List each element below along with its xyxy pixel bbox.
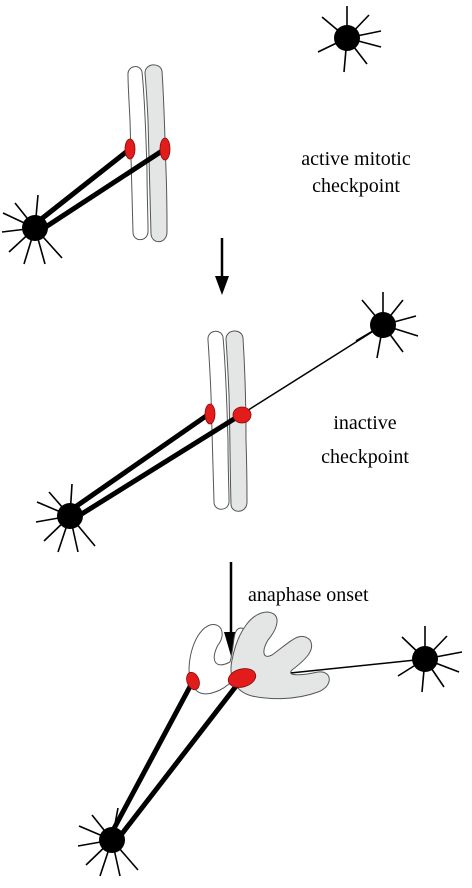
sister-chromatid-left (127, 66, 149, 241)
spindle-pole-right (355, 292, 419, 359)
kinetochore-fibers (107, 678, 243, 847)
kinetochore-left (186, 671, 200, 691)
label-anaphase-onset: anaphase onset (248, 584, 369, 606)
kinetochore-left (124, 138, 136, 160)
kinetochore-fibers (32, 146, 168, 235)
kinetochore-fibers (65, 411, 245, 523)
stage-3-anaphase (77, 611, 463, 877)
spindle-pole-left (77, 807, 139, 877)
kinetochore-left (204, 403, 216, 425)
label-inactive: inactive (333, 412, 396, 434)
kinetochore-right (227, 668, 257, 688)
spindle-pole-free (317, 6, 382, 73)
kinetochore-right (159, 137, 171, 161)
spindle-pole-right (397, 626, 463, 693)
sister-chromatid-left (207, 330, 230, 510)
label-checkpoint-2: checkpoint (321, 446, 409, 468)
label-active-mitotic: active mitotic (301, 148, 411, 170)
kinetochore-right (232, 406, 252, 424)
label-checkpoint-1: checkpoint (312, 175, 400, 197)
spindle-pole-left (35, 483, 96, 553)
stage-2-inactive-checkpoint: inactive checkpoint (35, 292, 419, 553)
stage-1-active-checkpoint: active mitotic checkpoint (1, 6, 411, 265)
transition-arrow-1 (215, 238, 229, 295)
spindle-pole-attached (1, 194, 63, 265)
